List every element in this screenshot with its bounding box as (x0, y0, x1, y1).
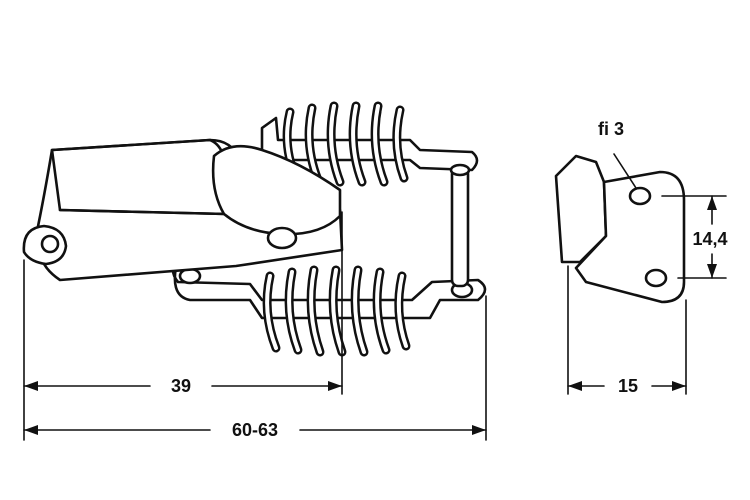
keeper-plate (554, 154, 686, 304)
pull-rod (449, 163, 471, 288)
dim-label-14-4: 14,4 (692, 229, 727, 249)
bottom-spring (262, 265, 411, 357)
keeper-hole-bottom (644, 268, 668, 288)
dim-label-39: 39 (171, 376, 191, 396)
latch-assembly (22, 101, 487, 357)
dim-39 (23, 381, 343, 391)
pivot-rivet (266, 226, 298, 250)
lever-crease (58, 208, 228, 216)
dim-label-fi-3: fi 3 (598, 119, 624, 139)
dim-label-15: 15 (618, 376, 638, 396)
dim-60-63 (23, 425, 487, 435)
cam-plate (211, 144, 342, 236)
dim-15 (567, 381, 687, 391)
dimensions: 39 60-63 15 14,4 fi 3 (23, 119, 728, 441)
keeper-hole-top (628, 186, 652, 206)
hook-curl (22, 224, 68, 266)
dim-14-4 (707, 195, 717, 279)
latch-base-plate (171, 256, 487, 320)
dim-label-60-63: 60-63 (232, 420, 278, 440)
